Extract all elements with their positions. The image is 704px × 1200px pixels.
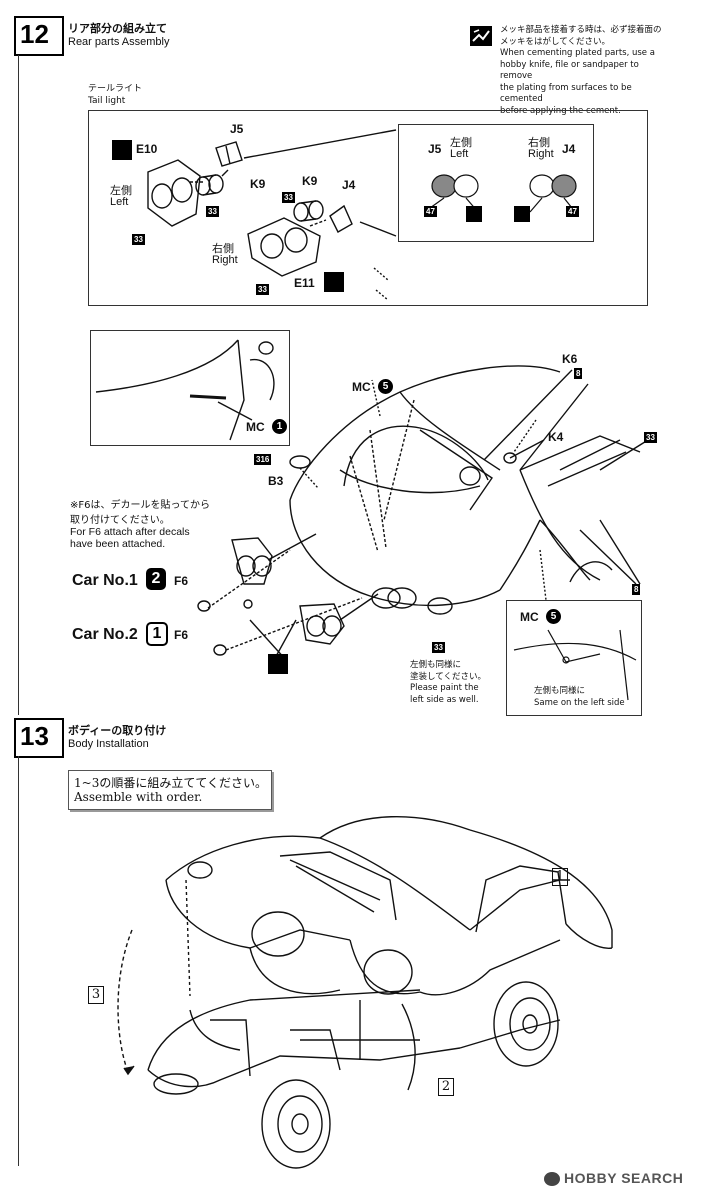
f6-note: ※F6は、デカールを貼ってから 取り付けてください。 For F6 attach… <box>70 496 210 550</box>
step13-title-en: Body Installation <box>68 738 149 750</box>
watermark: HOBBY SEARCH <box>564 1170 684 1186</box>
decal-icon-left <box>466 206 482 222</box>
marker-3: 3 <box>88 986 104 1004</box>
step13-rule <box>18 756 19 1166</box>
step13-title-ja: ボディーの取り付け <box>68 724 167 737</box>
paint-8-right: 8 <box>632 584 641 595</box>
car1-f6: F6 <box>174 574 189 588</box>
mc5-label-top: MC <box>352 380 371 394</box>
f6-note-line4: have been attached. <box>70 538 166 550</box>
mc5-inset-note-line1: 左側も同様に <box>534 686 586 696</box>
part-e11: E11 <box>294 276 315 290</box>
order-note-box <box>68 770 272 810</box>
mc1-num: 1 <box>272 419 287 434</box>
part-k6: K6 <box>562 352 578 366</box>
detail-right-en: Right <box>528 148 554 160</box>
paint-316: 316 <box>254 454 272 465</box>
part-j5: J5 <box>230 122 244 136</box>
mc5-inset-note-line2: Same on the left side <box>534 697 625 708</box>
plating-icon-e11 <box>324 272 344 292</box>
mc1-label: MC <box>246 420 265 434</box>
car2-num: 1 <box>146 622 168 646</box>
step12-number: 12 <box>20 19 49 49</box>
f6-note-line3: For F6 attach after decals <box>70 526 190 538</box>
paint-33-body: 33 <box>644 432 657 443</box>
mc5-inset-note: 左側も同様に Same on the left side <box>534 686 625 709</box>
detail-left-ja: 左側 <box>450 137 472 149</box>
mc5-num-top: 5 <box>378 379 393 394</box>
paint-8-top: 8 <box>574 368 583 379</box>
detail-j4: J4 <box>562 142 576 156</box>
step13-number-box <box>14 718 64 758</box>
paint-33-a: 33 <box>206 206 219 217</box>
taillight-label-ja: テールライト <box>88 84 143 94</box>
part-k4: K4 <box>548 430 564 444</box>
part-j4: J4 <box>342 178 356 192</box>
left-label-en: Left <box>110 196 129 208</box>
marker-1: 1 <box>552 868 568 886</box>
car1-label: Car No.1 <box>72 572 138 589</box>
part-b3: B3 <box>268 474 284 488</box>
part-e10: E10 <box>136 142 158 156</box>
f6-note-line1: ※F6は、デカールを貼ってから <box>70 500 210 511</box>
left-paint-note-line2: 塗装してください。 <box>410 671 486 682</box>
decal-icon-right <box>514 206 530 222</box>
plating-icon-body <box>268 654 288 674</box>
taillight-frame <box>88 110 648 306</box>
marker-2: 2 <box>438 1078 454 1096</box>
order-note-en: Assemble with order. <box>74 790 203 804</box>
paint-33-side: 33 <box>432 642 445 653</box>
detail-j5: J5 <box>428 142 442 156</box>
plating-icon <box>470 26 492 46</box>
right-label-en: Right <box>212 254 238 266</box>
car1-num: 2 <box>146 568 166 590</box>
plating-note-line2: メッキをはがしてください。 <box>500 36 610 47</box>
part-k9-right: K9 <box>302 174 318 188</box>
left-paint-note-line3: Please paint the <box>410 683 479 693</box>
car2-f6: F6 <box>174 628 189 642</box>
plating-note-line1: メッキ部品を接着する時は、必ず接着面の <box>500 25 662 35</box>
step12-title-en: Rear parts Assembly <box>68 36 170 48</box>
paint-47-right: 47 <box>566 206 579 217</box>
left-paint-note-line1: 左側も同様に <box>410 660 462 670</box>
mc5-inset-num: 5 <box>546 609 561 624</box>
right-label-ja: 右側 <box>212 243 234 255</box>
detail-right-ja: 右側 <box>528 137 550 149</box>
car2-label: Car No.2 <box>72 626 138 643</box>
f6-note-line2: 取り付けてください。 <box>70 515 170 526</box>
taillight-detail-frame <box>398 124 594 242</box>
plating-note-line4: hobby knife, file or sandpaper to remove <box>500 59 639 82</box>
step12-rule <box>18 55 19 715</box>
left-label-ja: 左側 <box>110 185 132 197</box>
step12-title-ja: リア部分の組み立て <box>68 22 167 35</box>
paint-33-c: 33 <box>282 192 295 203</box>
plating-note-line3: When cementing plated parts, use a <box>500 48 655 58</box>
plating-icon-e10 <box>112 140 132 160</box>
step13-number: 13 <box>20 721 49 751</box>
detail-left-en: Left <box>450 148 469 160</box>
part-k9-left: K9 <box>250 177 266 191</box>
mc5-inset-frame <box>506 600 642 716</box>
paint-33-d: 33 <box>256 284 269 295</box>
paint-47-left: 47 <box>424 206 437 217</box>
mc5-inset-label: MC <box>520 610 539 624</box>
paint-33-b: 33 <box>132 234 145 245</box>
taillight-label-en: Tail light <box>88 96 126 106</box>
left-paint-note-line4: left side as well. <box>410 694 479 705</box>
left-paint-note: 左側も同様に 塗装してください。 Please paint the left s… <box>410 660 486 706</box>
step12-number-box <box>14 16 64 56</box>
plating-note-line5: the plating from surfaces to be cemented <box>500 82 632 105</box>
order-note-ja: 1~3の順番に組み立ててください。 <box>74 776 267 790</box>
watermark-logo-icon <box>544 1172 560 1186</box>
mc1-inset-frame <box>90 330 290 446</box>
